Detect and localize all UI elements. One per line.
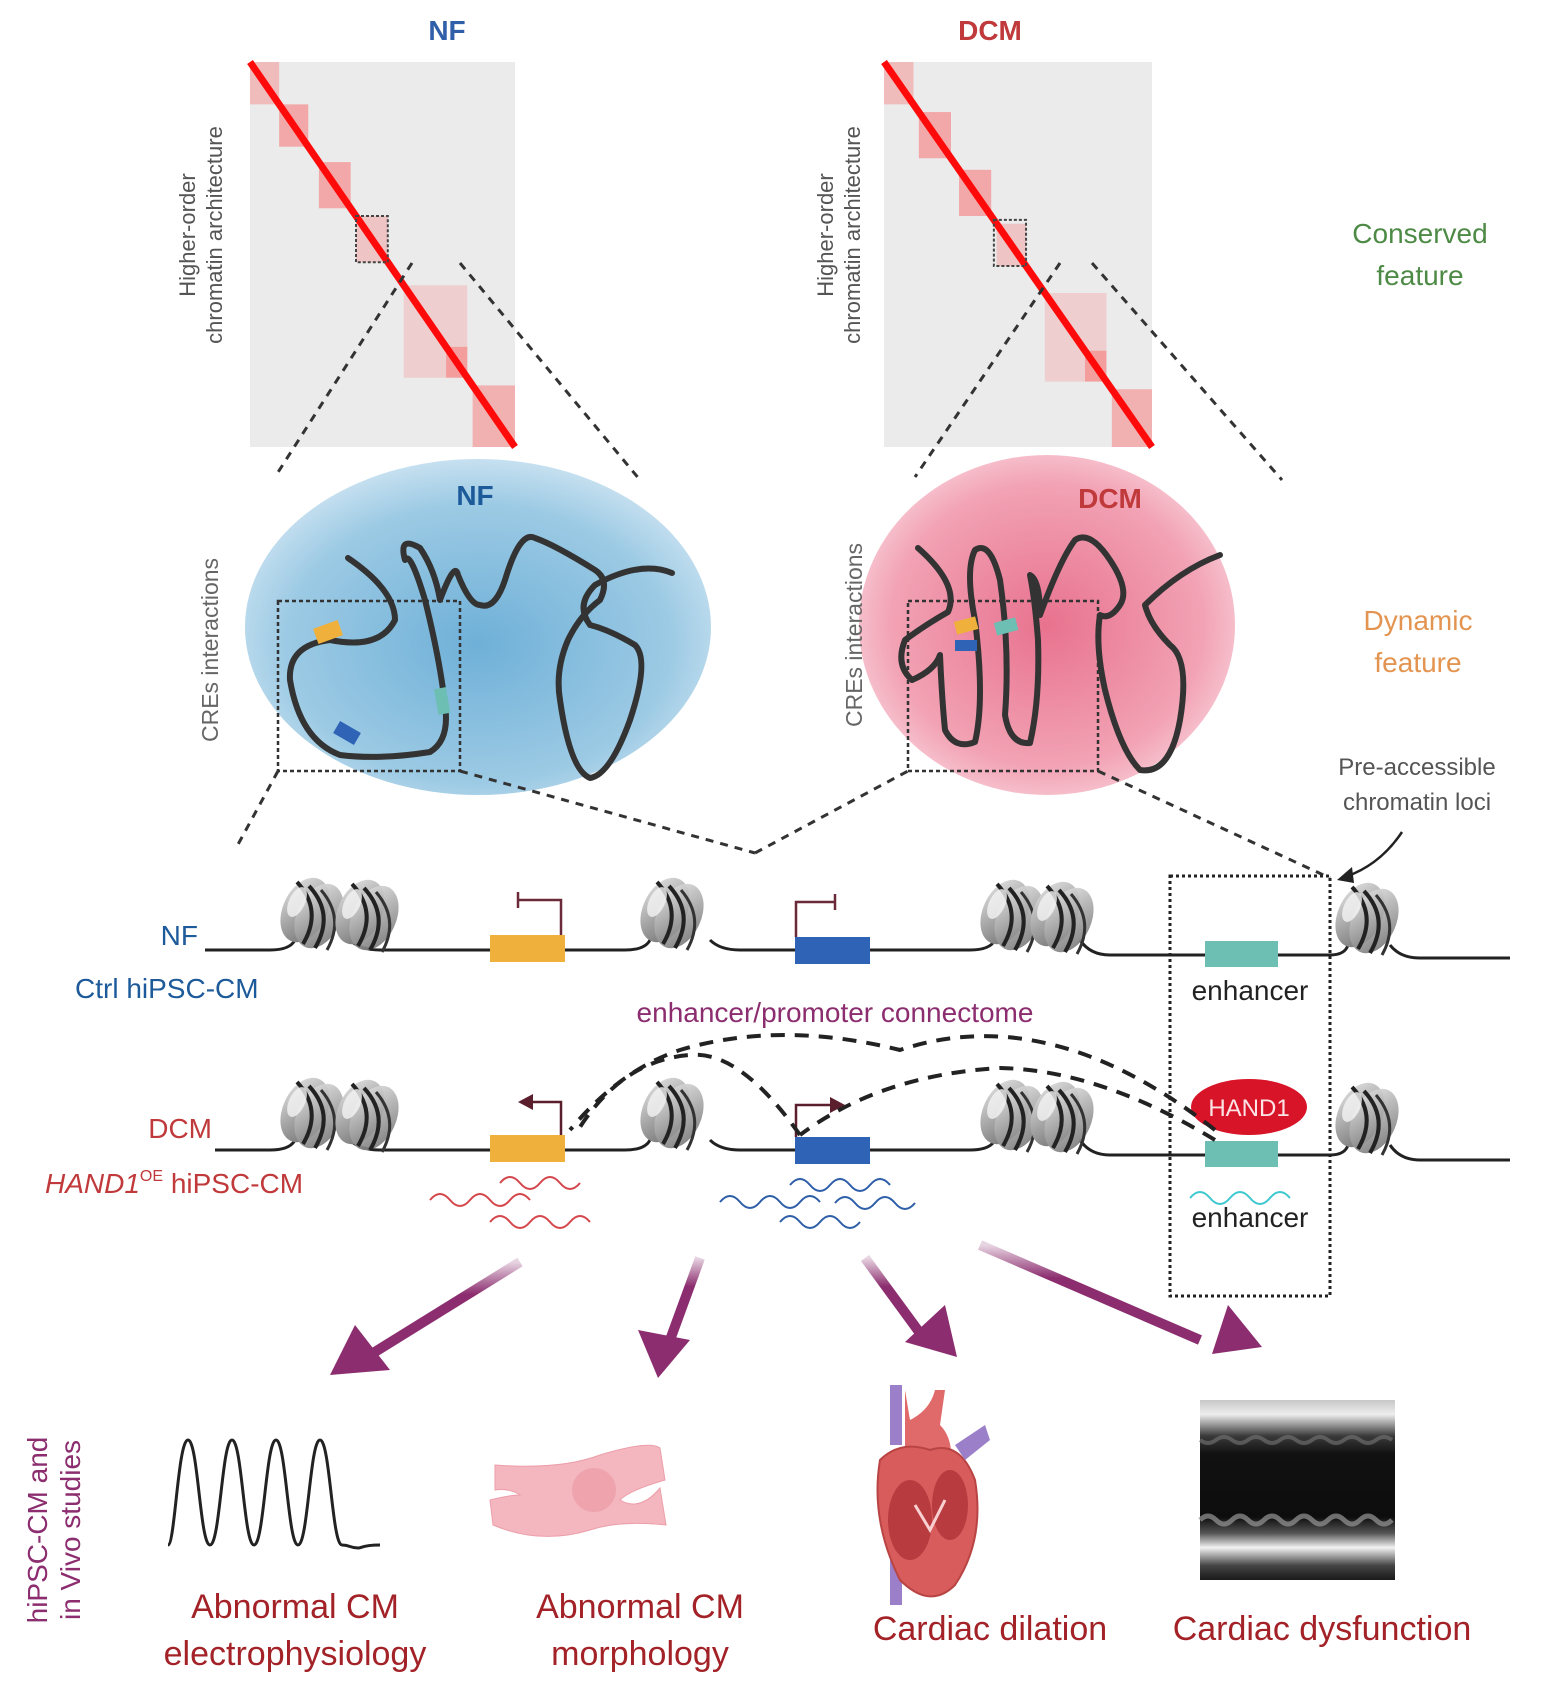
sublabel-gene: HAND1 [45, 1168, 140, 1199]
echocardiogram-icon [1198, 1400, 1395, 1580]
nf-nucleus-gene-blue [333, 720, 361, 746]
outcome-1-line1: Abnormal CM [191, 1588, 399, 1626]
waveform-icon [166, 1438, 381, 1550]
hand1-protein [1191, 1079, 1307, 1135]
nf-nucleus-gene-yellow [313, 620, 343, 644]
dcm-enhancer-label: enhancer [1192, 1202, 1309, 1233]
dynamic-feature-label-1: Dynamic [1364, 605, 1473, 636]
outcome-arrows [330, 1240, 1262, 1378]
nf-enhancer-label: enhancer [1192, 975, 1309, 1006]
heatmap-dcm [881, 60, 1155, 449]
nucleus-nf-axis-label: CREs interactions [197, 558, 223, 742]
track-nf-sublabel: Ctrl hiPSC-CM [75, 973, 259, 1004]
outcome-2-line1: Abnormal CM [536, 1588, 744, 1626]
nf-nucleus-enhancer-teal [434, 687, 451, 715]
nf-chromatin-fiber [286, 533, 675, 781]
arrow-head-3 [905, 1305, 957, 1357]
transcripts-yellow [429, 1176, 591, 1229]
heatmap-dcm-title: DCM [958, 15, 1022, 46]
nucleus-dcm-axis-label: CREs interactions [841, 543, 867, 727]
track-nf-label: NF [161, 920, 198, 951]
heatmap-diagonal [247, 60, 518, 449]
dcm-track-enhancer [1205, 1141, 1278, 1167]
nucleus-nf-title: NF [456, 480, 493, 511]
heart-icon [876, 1385, 990, 1605]
sublabel-sup: OE [140, 1168, 163, 1185]
transcripts-blue [719, 1178, 916, 1229]
arc-enhancer-to-blue [798, 1065, 1217, 1142]
studies-label-2: in Vivo studies [55, 1440, 86, 1620]
outcome-4-label: Cardiac dysfunction [1173, 1610, 1472, 1648]
nf-track-gene-yellow [490, 935, 565, 962]
dcm-chromatin-fiber [898, 534, 1223, 774]
nf-track-repressed-tss-yellow [516, 892, 563, 935]
studies-label-1: hiPSC-CM and [22, 1437, 53, 1624]
arrow-head-1 [330, 1325, 390, 1375]
dcm-nucleus-gene-blue [955, 640, 977, 651]
nucleus-zoom-connectors [233, 769, 1331, 880]
track-nf [205, 867, 1510, 967]
nf-track-enhancer [1205, 941, 1278, 967]
callout-pre-accessible-2: chromatin loci [1343, 789, 1491, 816]
outcome-3-label: Cardiac dilation [873, 1610, 1107, 1648]
heatmap-nf-axis-label-2: chromatin architecture [202, 126, 227, 344]
arrow-head-2 [638, 1330, 690, 1378]
conserved-feature-label-1: Conserved [1352, 218, 1487, 249]
track-dcm [215, 1067, 1510, 1167]
callout-arrow [1344, 831, 1404, 879]
dcm-track-arrow-yellow [518, 1094, 533, 1110]
dcm-nucleus-gene-yellow [953, 616, 979, 635]
nf-zoom-box [276, 599, 462, 773]
nucleus-dcm-title: DCM [1078, 483, 1142, 514]
dynamic-feature-label-2: feature [1374, 647, 1461, 678]
heatmap-dcm-axis-label-2: chromatin architecture [840, 126, 865, 344]
transcript-enhancer [1189, 1191, 1291, 1205]
hand1-label: HAND1 [1208, 1095, 1289, 1122]
heatmap-zoom-connectors [273, 262, 1284, 481]
dcm-nucleus-enhancer-teal [993, 617, 1019, 636]
track-dcm-sublabel: HAND1OE hiPSC-CM [45, 1168, 303, 1199]
heatmap-nf [247, 60, 518, 449]
nf-track-gene-blue [795, 937, 870, 964]
dcm-zoom-box [906, 599, 1100, 773]
heatmap-zoom-box [992, 218, 1028, 268]
dcm-track-gene-yellow [490, 1135, 565, 1162]
dcm-track-arrow-blue [830, 1097, 845, 1113]
heatmap-zoom-box [355, 215, 389, 264]
dcm-track-active-tss-yellow [530, 1100, 563, 1135]
heatmap-diagonal [881, 60, 1155, 449]
track-dcm-label: DCM [148, 1113, 212, 1144]
nf-track-repressed-tss-blue [794, 894, 837, 937]
arrow-head-4 [1212, 1305, 1262, 1354]
conserved-feature-label-2: feature [1376, 260, 1463, 291]
pre-accessible-loci-box [1168, 874, 1332, 1298]
dcm-track-gene-blue [795, 1137, 870, 1164]
outcome-2-line2: morphology [551, 1635, 729, 1673]
outcome-1-line2: electrophysiology [164, 1635, 427, 1673]
callout-arrowhead [1337, 867, 1354, 883]
arc-blue-to-yellow [573, 1052, 802, 1137]
connectome-arcs [568, 1033, 1217, 1142]
heatmap-nf-axis-label-1: Higher-order [175, 173, 200, 297]
heatmap-nf-title: NF [428, 15, 465, 46]
sublabel-rest: hiPSC-CM [163, 1168, 303, 1199]
cardiomyocyte-icon [489, 1444, 667, 1537]
connectome-label: enhancer/promoter connectome [637, 997, 1034, 1028]
nucleus-dcm [859, 455, 1235, 795]
heatmap-dcm-axis-label-1: Higher-order [813, 173, 838, 297]
nucleus-nf [245, 459, 711, 795]
callout-pre-accessible-1: Pre-accessible [1338, 754, 1495, 781]
